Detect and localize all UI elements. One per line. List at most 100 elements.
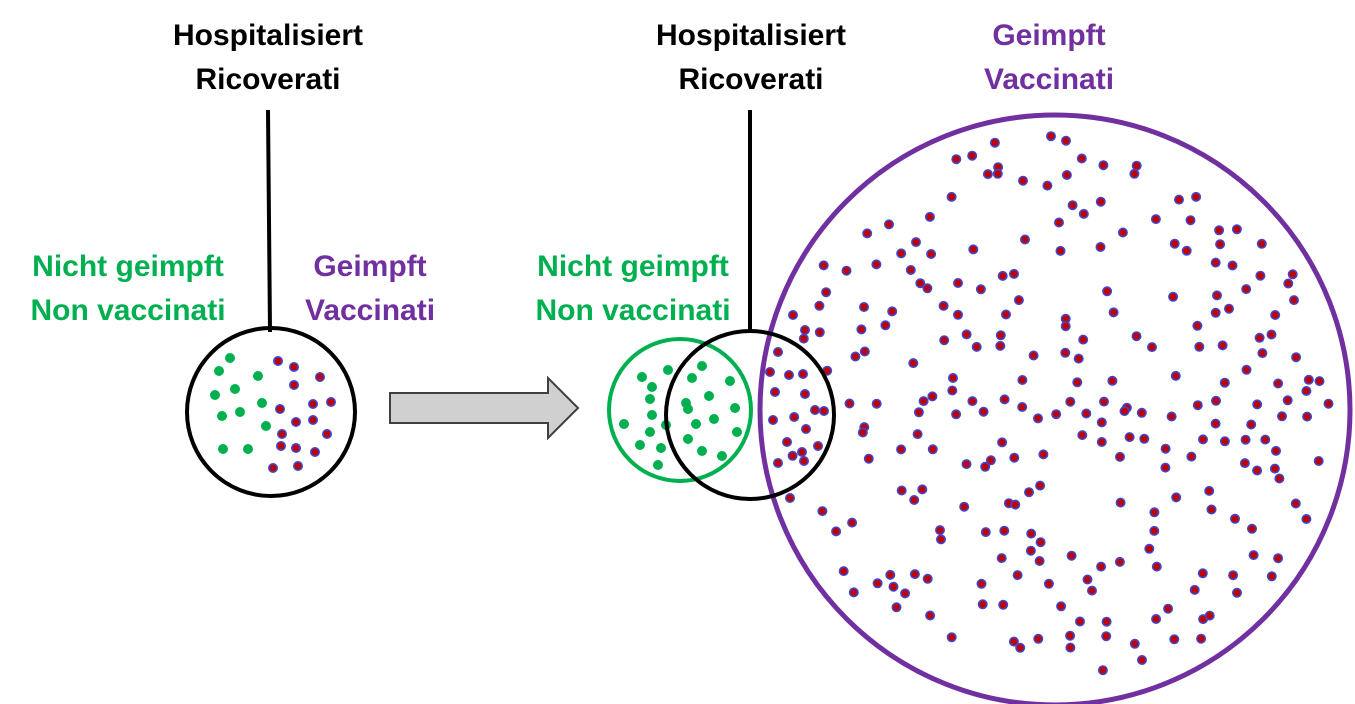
vaccinated-dot: [1169, 634, 1180, 645]
vaccinated-dot: [989, 137, 1000, 148]
vaccinated-dot: [1075, 616, 1086, 627]
vaccinated-dot: [783, 369, 794, 380]
vaccinated-dot: [1008, 268, 1019, 279]
left-hospitalized-pointer-line: [266, 109, 272, 333]
vaccinated-dot: [1097, 665, 1108, 676]
vaccinated-dot: [1192, 320, 1203, 331]
vaccinated-dot: [1025, 545, 1036, 556]
vaccinated-dot: [1283, 278, 1294, 289]
vaccinated-dot: [1171, 492, 1182, 503]
vaccinated-dot: [1198, 434, 1209, 445]
vaccinated-dot: [997, 437, 1008, 448]
vaccinated-dot: [1289, 295, 1300, 306]
vaccinated-dot: [1119, 406, 1130, 417]
vaccinated-dot: [946, 632, 957, 643]
vaccinated-dot: [912, 429, 923, 440]
vaccinated-dot: [1107, 375, 1118, 386]
vaccinated-dot: [1099, 396, 1110, 407]
vaccinated-dot: [978, 406, 989, 417]
unvaccinated-dot: [217, 411, 227, 421]
vaccinated-dot: [1139, 433, 1150, 444]
vaccinated-dot: [947, 372, 958, 383]
right-hospitalized-circle: [664, 329, 836, 501]
vaccinated-dot: [934, 525, 945, 536]
vaccinated-dot: [1197, 568, 1208, 579]
right-arrow-icon: [389, 375, 580, 441]
vaccinated-dot: [998, 599, 1009, 610]
vaccinated-dot: [1114, 556, 1125, 567]
vaccinated-dot: [1227, 260, 1238, 271]
vaccinated-dot: [1054, 217, 1065, 228]
vaccinated-dot: [798, 333, 809, 344]
vaccinated-dot: [1072, 377, 1083, 388]
unvaccinated-dot: [687, 373, 697, 383]
vaccinated-dot: [900, 588, 911, 599]
unvaccinated-dot: [225, 353, 235, 363]
vaccinated-dot: [1147, 342, 1158, 353]
vaccinated-dot: [947, 385, 958, 396]
vaccinated-dot: [1078, 208, 1089, 219]
vaccinated-dot: [980, 461, 991, 472]
unvaccinated-dot: [214, 366, 224, 376]
vaccinated-dot: [1181, 245, 1192, 256]
vaccinated-dot: [288, 379, 299, 390]
vaccinated-dot: [1241, 284, 1252, 295]
left-scenario: [185, 109, 357, 498]
vaccinated-dot: [1108, 307, 1119, 318]
vaccinated-dot: [1101, 616, 1112, 627]
vaccinated-dot: [985, 455, 996, 466]
vaccinated-dot: [926, 249, 937, 260]
vaccinated-dot: [1215, 239, 1226, 250]
vaccinated-dot: [1129, 168, 1140, 179]
vaccinated-dot: [976, 578, 987, 589]
vaccinated-dot: [1096, 436, 1107, 447]
vaccinated-dot: [1194, 341, 1205, 352]
vaccinated-dot: [1252, 465, 1263, 476]
vaccinated-dot: [789, 411, 800, 422]
vaccinated-dot: [787, 309, 798, 320]
vaccinated-dot: [1254, 332, 1265, 343]
vaccinated-population-circle: [757, 112, 1353, 704]
vaccinated-dot: [872, 578, 883, 589]
unvaccinated-dot: [691, 419, 701, 429]
vaccinated-dot: [1087, 585, 1098, 596]
vaccinated-dot: [951, 409, 962, 420]
vaccinated-dot: [982, 169, 993, 180]
vaccinated-dot: [1136, 407, 1147, 418]
vaccinated-dot: [800, 423, 811, 434]
vaccinated-dot: [959, 501, 970, 512]
right-hospitalized-label-it: Ricoverati: [678, 63, 824, 96]
unvaccinated-dot: [647, 410, 657, 420]
vaccinated-dot: [924, 211, 935, 222]
unvaccinated-dot: [725, 376, 735, 386]
vaccinated-dot: [908, 358, 919, 369]
vaccinated-dot: [995, 340, 1006, 351]
left-hospitalized-circle: [185, 326, 357, 498]
vaccinated-dot: [1270, 309, 1281, 320]
vaccinated-dot: [784, 492, 795, 503]
vaccinated-dot: [781, 436, 792, 447]
vaccinated-dot: [1149, 525, 1160, 536]
right-vaccinated-label-it: Vaccinati: [983, 63, 1115, 96]
vaccinated-dot: [1282, 395, 1293, 406]
vaccinated-dot: [1076, 153, 1087, 164]
vaccinated-dot: [1035, 480, 1046, 491]
vaccinated-dot: [797, 368, 808, 379]
vaccinated-dot: [1206, 504, 1217, 515]
unvaccinated-dot: [645, 427, 655, 437]
right-vaccinated-label: Geimpft Vaccinati: [984, 14, 1114, 102]
vaccinated-dot: [995, 330, 1006, 341]
vaccinated-dot: [812, 440, 823, 451]
vaccinated-dot: [314, 371, 325, 382]
left-hospitalized-label-de: Hospitalisiert: [172, 19, 364, 52]
vaccinated-dot: [1246, 419, 1257, 430]
vaccinated-dot: [975, 284, 986, 295]
vaccinated-dot: [1131, 331, 1142, 342]
vaccinated-dot: [980, 527, 991, 538]
vaccinated-dot: [951, 154, 962, 165]
vaccinated-dot: [862, 228, 873, 239]
unvaccinated-dot: [653, 460, 663, 470]
unvaccinated-dot: [704, 391, 714, 401]
unvaccinated-dot: [732, 427, 742, 437]
vaccinated-dot: [309, 446, 320, 457]
